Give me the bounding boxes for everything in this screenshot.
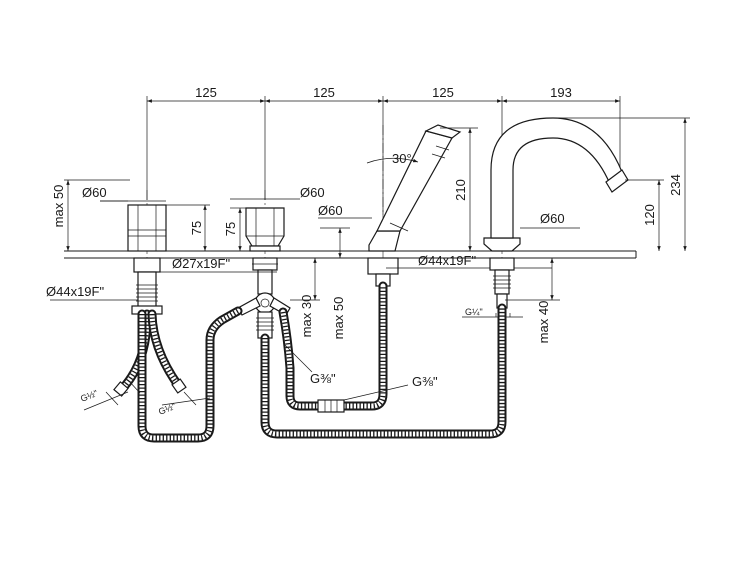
dim-g-quarter: G¼" <box>465 307 483 317</box>
dim-spout-outlet-height: 120 <box>642 204 657 226</box>
dim-max-40: max 40 <box>536 301 551 344</box>
spout <box>483 117 629 309</box>
dim-spacing-3: 125 <box>432 85 454 100</box>
hoses <box>113 281 507 443</box>
dim-thread-44-left: Ø44x19F" <box>46 284 104 299</box>
dim-shower-height: 210 <box>453 179 468 201</box>
dim-shower-dia: Ø60 <box>318 203 343 218</box>
dim-spacing-1: 125 <box>195 85 217 100</box>
dim-g-3-8-shower: G⅜" <box>412 374 438 389</box>
hand-shower <box>367 124 462 287</box>
dim-spout-dia: Ø60 <box>540 211 565 226</box>
dim-max-30: max 30 <box>299 295 314 338</box>
dim-shower-angle: 30° <box>392 151 412 166</box>
dim-thread-27: Ø27x19F" <box>172 256 230 271</box>
dim-thread-44-right: Ø44x19F" <box>418 253 476 268</box>
dim-handle-height-mid: 75 <box>223 222 238 236</box>
dim-g-half-1: G½" <box>79 388 99 404</box>
dim-handle-height-left: 75 <box>189 221 204 235</box>
dim-spout-height: 234 <box>668 174 683 196</box>
top-dimension-chain <box>146 96 621 215</box>
dim-g-half-2: G½" <box>157 401 177 417</box>
dim-g-3-8-hose: G⅜" <box>310 371 336 386</box>
dim-handle-dia-left: Ø60 <box>82 185 107 200</box>
deck-plate <box>64 250 637 259</box>
dim-spout-reach: 193 <box>550 85 572 100</box>
left-handle <box>127 204 167 315</box>
middle-handle <box>237 207 291 339</box>
dim-handle-dia-mid: Ø60 <box>300 185 325 200</box>
dim-spacing-2: 125 <box>313 85 335 100</box>
dim-max-50: max 50 <box>331 297 346 340</box>
dim-max-deck-left: max 50 <box>51 185 66 228</box>
